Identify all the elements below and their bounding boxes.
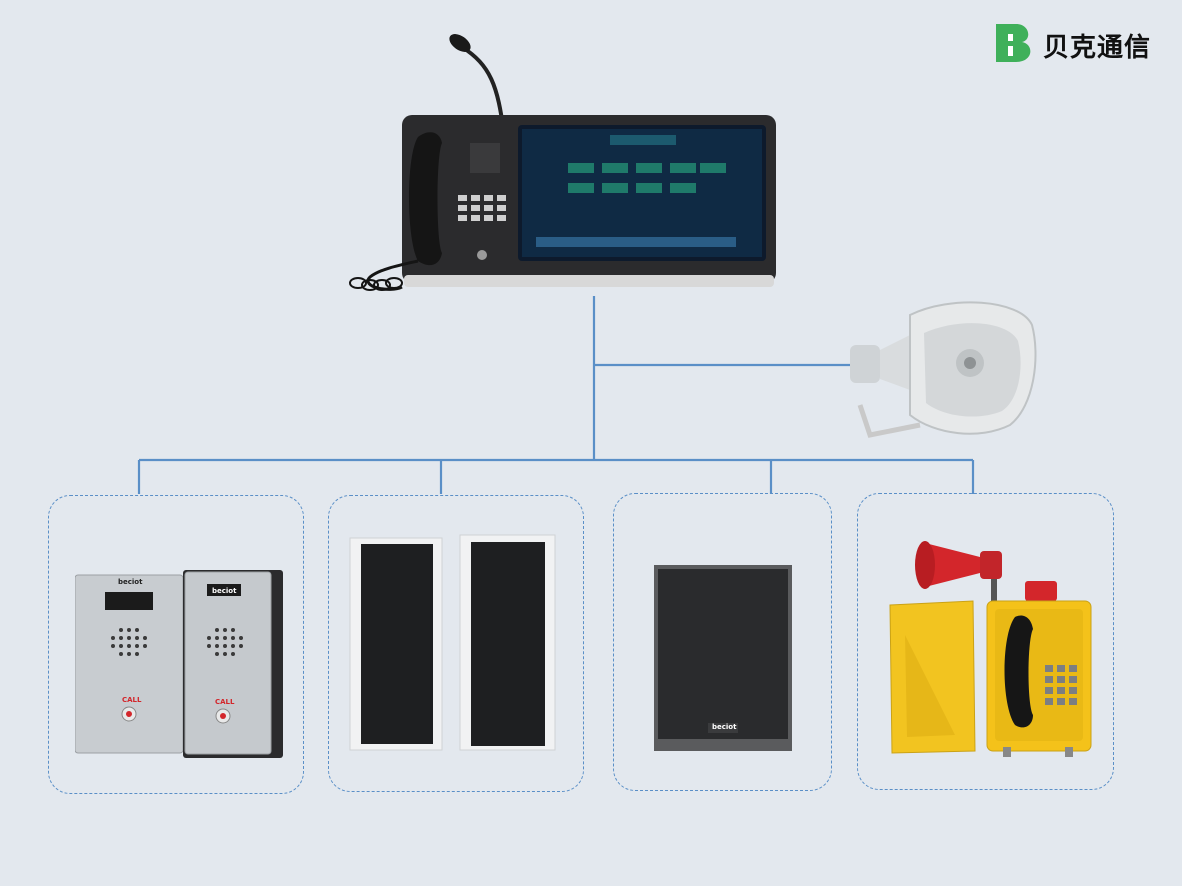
brand-logo-icon xyxy=(996,24,1031,62)
device-box-intercoms xyxy=(48,495,304,794)
intercom-right-call-label: CALL xyxy=(215,698,235,706)
intercom-left-call-label: CALL xyxy=(122,696,142,704)
wall-speaker-brand: beciot xyxy=(712,723,737,731)
column-speakers-icon xyxy=(349,534,556,751)
intercom-right-brand: beciot xyxy=(212,587,237,595)
intercom-left-brand: beciot xyxy=(118,578,143,586)
device-box-industrial-phone xyxy=(857,493,1114,790)
intercom-panels-icon xyxy=(75,570,283,758)
dispatch-console-icon xyxy=(349,34,776,291)
wall-speaker-icon xyxy=(654,565,792,751)
device-box-column-speakers xyxy=(328,495,584,792)
industrial-phone-icon xyxy=(889,541,1092,757)
brand-logo-text: 贝克通信 xyxy=(1043,33,1152,63)
device-box-wall-speaker xyxy=(613,493,832,791)
horn-speaker-icon xyxy=(850,301,1037,438)
